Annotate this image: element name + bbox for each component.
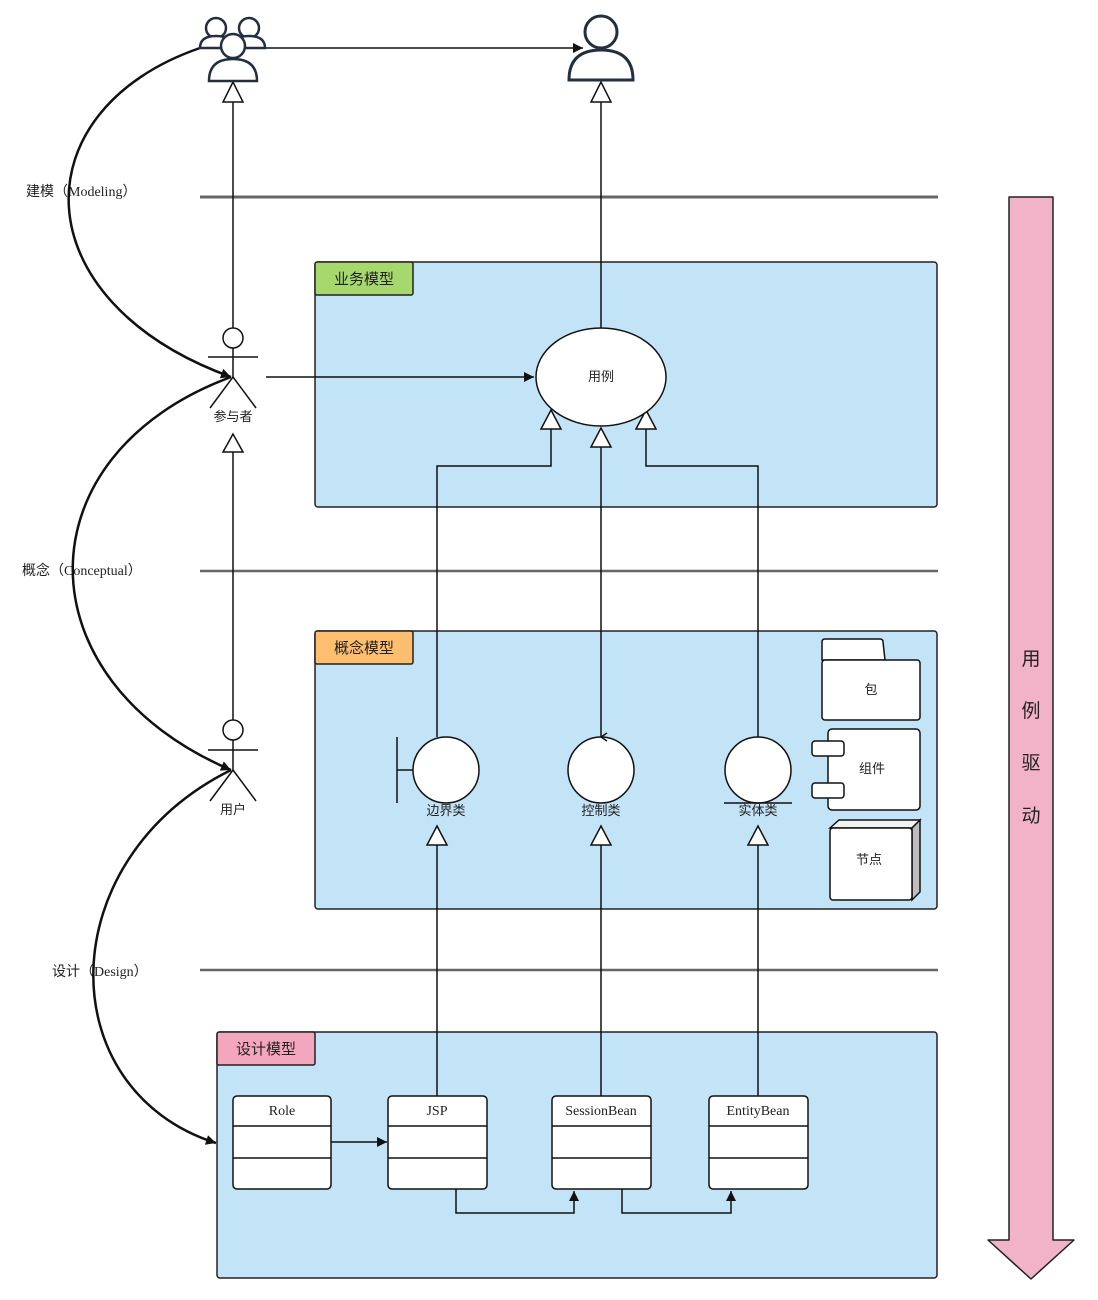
- user-actor-icon: [208, 719, 258, 802]
- user-label: 用户: [220, 802, 246, 818]
- participant-label: 参与者: [213, 409, 252, 425]
- node-icon: [828, 818, 922, 902]
- component-label: 组件: [859, 762, 885, 777]
- concept-model-title-tab: [314, 630, 414, 665]
- entity-class-icon: [724, 736, 792, 804]
- class-role-name: Role: [269, 1104, 295, 1119]
- class-sessionbean: [551, 1095, 652, 1190]
- control-class-icon: [567, 732, 635, 804]
- control-class-label: 控制类: [581, 804, 620, 819]
- class-entitybean: [708, 1095, 809, 1190]
- business-model-title-tab: [314, 261, 414, 296]
- business-actor-icon: [567, 14, 635, 82]
- side-arrow-char-1: 用: [1021, 648, 1040, 670]
- class-jsp: [387, 1095, 488, 1190]
- layer-label-design: 设计（Design）: [52, 964, 148, 980]
- business-worker-group-icon: [198, 16, 267, 83]
- use-case-label: 用例: [588, 370, 614, 385]
- business-model-title: 业务模型: [334, 270, 394, 288]
- side-arrow-char-3: 驱: [1021, 752, 1040, 774]
- layer-label-modeling: 建模（Modeling）: [26, 184, 136, 200]
- boundary-class-icon: [396, 736, 480, 804]
- layer-transition-curves: [67, 46, 232, 1145]
- side-arrow-char-2: 例: [1021, 700, 1040, 722]
- concept-model-title: 概念模型: [334, 639, 394, 657]
- participant-actor-icon: [208, 327, 258, 409]
- side-arrow-char-4: 动: [1021, 805, 1040, 827]
- design-model-title: 设计模型: [236, 1040, 296, 1058]
- generalization-arrowheads: [221, 80, 770, 846]
- component-icon: [811, 728, 921, 811]
- design-model-title-tab: [216, 1031, 316, 1066]
- boundary-class-label: 边界类: [426, 804, 465, 819]
- association-arrows: [266, 43, 736, 1214]
- class-role: [232, 1095, 332, 1190]
- class-entitybean-name: EntityBean: [727, 1104, 790, 1119]
- use-case-ellipse: [535, 327, 667, 427]
- entity-class-label: 实体类: [738, 804, 777, 819]
- package-label: 包: [864, 683, 877, 698]
- package-icon: [821, 638, 921, 721]
- class-jsp-name: JSP: [426, 1104, 447, 1119]
- generalization-lines: [232, 102, 759, 1096]
- layer-label-conceptual: 概念（Conceptual）: [22, 562, 142, 579]
- node-label: 节点: [856, 853, 882, 868]
- use-case-driven-arrow: [987, 196, 1075, 1280]
- class-sessionbean-name: SessionBean: [565, 1104, 637, 1119]
